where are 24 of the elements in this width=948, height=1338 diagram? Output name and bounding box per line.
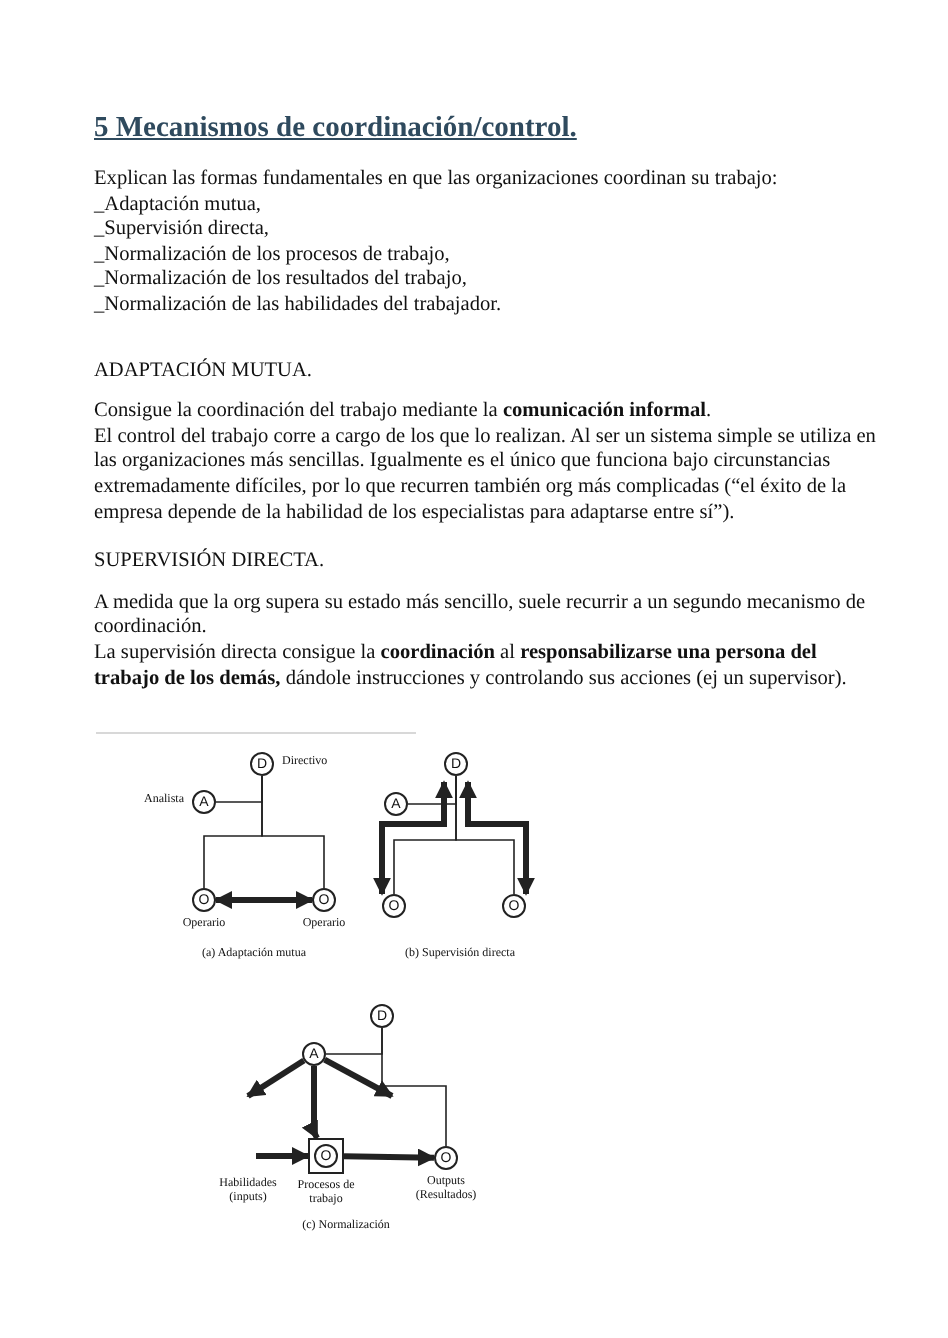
arrow [323, 1057, 394, 1099]
paragraph: El control del trabajo corre a cargo de los que lo realizan. Al ser un sistema simple se utiliza en las organizaciones más sencillas. Igualmente es el único que funciona bajo circunstancias extremadamente difíciles, por lo que recurren también org más complicadas (“el éxito de la empresa depende de la habilidad de los especialistas para adaptarse entre sí”). [94, 425, 878, 527]
arrow [459, 780, 535, 896]
paragraph: Consigue la coordinación del trabajo mediante la comunicación informal. [94, 400, 714, 426]
arrow [373, 780, 453, 896]
list-item: _Normalización de los procesos de trabajo, [94, 243, 452, 269]
paragraph: A medida que la org supera su estado más sencillo, suele recurrir a un segundo mecanismo de coordinación. [94, 591, 868, 642]
paragraph: La supervisión directa consigue la coordinación al responsabilizarse una persona del trabajo de los demás, dándole instrucciones y controlando sus acciones (ej un supervisor). [94, 641, 849, 693]
paragraph: Explican las formas fundamentales en que las organizaciones coordinan su trabajo: [94, 168, 780, 194]
connector-line [407, 775, 457, 805]
arrow [301, 1066, 320, 1140]
page-heading: 5 Mecanismos de coordinación/control. [94, 110, 577, 147]
connector-line [381, 1027, 447, 1147]
section-heading: ADAPTACIÓN MUTUA. [94, 359, 315, 385]
arrow [343, 1148, 436, 1167]
connector-line [215, 775, 263, 803]
list-item: _Adaptación mutua, [94, 193, 263, 219]
arrow [214, 891, 314, 909]
list-item: _Supervisión directa, [94, 218, 272, 244]
list-item: _Normalización de las habilidades del trabajador. [94, 293, 504, 320]
arrow [256, 1147, 310, 1165]
list-item: _Normalización de los resultados del trabajo, [94, 268, 469, 294]
section-heading: SUPERVISIÓN DIRECTA. [94, 550, 327, 576]
arrow [246, 1057, 306, 1099]
